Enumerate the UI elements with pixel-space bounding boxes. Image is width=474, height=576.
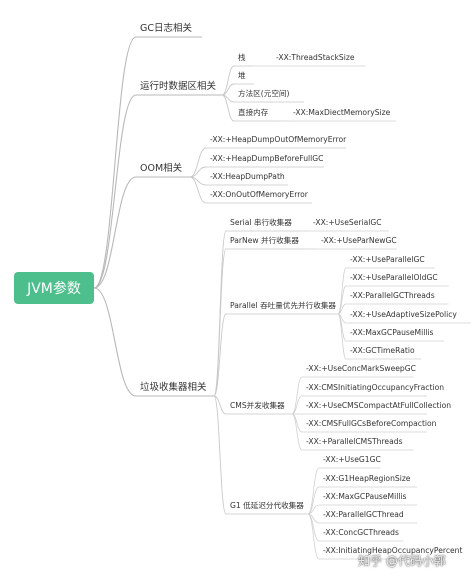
edge-l1-3-to-3 bbox=[213, 395, 227, 415]
edge-l1-2-to-3 bbox=[189, 176, 207, 204]
edge-l1-2-to-2 bbox=[189, 176, 207, 186]
edge-l2-3-4-4 bbox=[307, 513, 320, 542]
sub-node-xx-heapdumpbeforefullgc[interactable]: -XX:+HeapDumpBeforeFullGC bbox=[210, 154, 324, 163]
leaf-xx-threadstacksize[interactable]: -XX:ThreadStackSize bbox=[276, 53, 355, 62]
leaf-xx-parallelcmsthreads[interactable]: -XX:+ParallelCMSThreads bbox=[306, 437, 403, 446]
edge-l2-3-4-1 bbox=[307, 486, 320, 515]
branch-0[interactable]: GC日志相关 bbox=[140, 23, 192, 34]
leaf-xx-useparalleloldgc[interactable]: -XX:+UseParallelOldGC bbox=[350, 273, 438, 282]
edge-l2-3-4-0 bbox=[307, 467, 320, 515]
edge-root-to-1 bbox=[93, 94, 137, 289]
edge-l1-3-to-2 bbox=[213, 313, 227, 397]
sub-node-parallel[interactable]: Parallel 吞吐量优先并行收集器 bbox=[230, 301, 337, 310]
edge-l2-3-2-5 bbox=[337, 313, 347, 360]
leaf-xx-concgcthreads[interactable]: -XX:ConcGCThreads bbox=[323, 528, 399, 537]
leaf-xx-cmsinitiatingoccupancyfraction[interactable]: -XX:CMSInitiatingOccupancyFraction bbox=[306, 383, 445, 392]
sub-node-xx-onoutofmemoryerror[interactable]: -XX:OnOutOfMemoryError bbox=[210, 190, 308, 199]
sub-node-parnew[interactable]: ParNew 并行收集器 bbox=[230, 236, 299, 245]
sub-node-g1[interactable]: G1 低延迟分代收集器 bbox=[230, 501, 304, 510]
leaf-xx-maxgcpausemillis[interactable]: -XX:MaxGCPauseMillis bbox=[350, 328, 434, 337]
leaf-xx-useadaptivesizepolicy[interactable]: -XX:+UseAdaptiveSizePolicy bbox=[350, 310, 457, 319]
leaf-xx-useparnewgc[interactable]: -XX:+UseParNewGC bbox=[321, 236, 397, 245]
leaf-xx-useg1gc[interactable]: -XX:+UseG1GC bbox=[323, 455, 381, 464]
branch-3[interactable]: 垃圾收集器相关 bbox=[140, 382, 207, 393]
watermark: 知乎 @代码小郭 bbox=[358, 554, 446, 568]
edge-l2-3-4-5 bbox=[307, 513, 320, 560]
edge-l2-3-2-2 bbox=[337, 303, 347, 315]
sub-node-cms[interactable]: CMS并发收集器 bbox=[230, 401, 285, 410]
edge-l1-3-to-0 bbox=[213, 230, 227, 397]
edge-l2-3-4-2 bbox=[307, 504, 320, 515]
edge-l1-3-to-4 bbox=[213, 395, 227, 515]
edge-l2-3-3-1 bbox=[291, 395, 303, 415]
edge-root-to-0 bbox=[93, 36, 137, 289]
sub-node-xx-heapdumpoutofmemoryerror[interactable]: -XX:+HeapDumpOutOfMemoryError bbox=[210, 135, 347, 144]
leaf-xx-useconcmarksweepgc[interactable]: -XX:+UseConcMarkSweepGC bbox=[306, 364, 416, 373]
branch-1[interactable]: 运行时数据区相关 bbox=[140, 81, 217, 92]
edge-l2-3-3-0 bbox=[291, 376, 303, 415]
edge-root-to-3 bbox=[93, 287, 137, 397]
leaf-xx-cmsfullgcsbeforecompaction[interactable]: -XX:CMSFullGCsBeforeCompaction bbox=[306, 419, 437, 428]
edge-l1-3-to-1 bbox=[213, 248, 227, 397]
edge-l1-2-to-1 bbox=[189, 166, 207, 178]
edge-l2-3-4-3 bbox=[307, 513, 320, 524]
leaf-xx-maxgcpausemillis[interactable]: -XX:MaxGCPauseMillis bbox=[323, 492, 407, 501]
sub-node-item-0[interactable]: 栈 bbox=[238, 53, 246, 62]
edge-l2-3-3-4 bbox=[291, 413, 303, 451]
sub-node-item-1[interactable]: 堆 bbox=[238, 71, 246, 80]
sub-node-item-2[interactable]: 方法区(元空间) bbox=[238, 89, 290, 98]
edge-l1-2-to-0 bbox=[189, 147, 207, 178]
edge-l2-3-3-3 bbox=[291, 413, 303, 433]
leaf-xx-g1heapregionsize[interactable]: -XX:G1HeapRegionSize bbox=[323, 474, 411, 483]
edge-l1-1-to-0 bbox=[221, 65, 235, 96]
edge-root-to-2 bbox=[93, 176, 137, 289]
edge-l2-3-2-4 bbox=[337, 313, 347, 342]
edge-l2-3-2-1 bbox=[337, 285, 347, 315]
leaf-xx-parallelgcthreads[interactable]: -XX:ParallelGCThreads bbox=[350, 291, 435, 300]
edge-l1-1-to-1 bbox=[221, 83, 235, 96]
edge-l1-1-to-3 bbox=[221, 94, 235, 122]
branch-2[interactable]: OOM相关 bbox=[140, 163, 183, 174]
leaf-xx-useserialgc[interactable]: -XX:+UseSerialGC bbox=[313, 218, 382, 227]
leaf-xx-useparallelgc[interactable]: -XX:+UseParallelGC bbox=[350, 255, 425, 264]
edge-l2-3-2-3 bbox=[337, 313, 347, 324]
leaf-xx-gctimeratio[interactable]: -XX:GCTimeRatio bbox=[350, 346, 415, 355]
leaf-xx-initiatingheapoccupancypercent[interactable]: -XX:InitiatingHeapOccupancyPercent bbox=[323, 546, 463, 555]
leaf-xx-maxdiectmemorysize[interactable]: -XX:MaxDiectMemorySize bbox=[293, 108, 391, 117]
leaf-xx-usecmscompactatfullcollection[interactable]: -XX:+UseCMSCompactAtFullCollection bbox=[306, 401, 452, 410]
sub-node-serial[interactable]: Serial 串行收集器 bbox=[230, 218, 292, 227]
leaf-xx-parallelgcthread[interactable]: -XX:ParallelGCThread bbox=[323, 510, 404, 519]
sub-node-xx-heapdumppath[interactable]: -XX:HeapDumpPath bbox=[210, 172, 285, 181]
edge-l1-1-to-2 bbox=[221, 94, 235, 103]
edge-l2-3-2-0 bbox=[337, 267, 347, 315]
sub-node-item-3[interactable]: 直接内存 bbox=[238, 108, 269, 117]
root-node[interactable]: JVM参数 bbox=[14, 272, 94, 304]
